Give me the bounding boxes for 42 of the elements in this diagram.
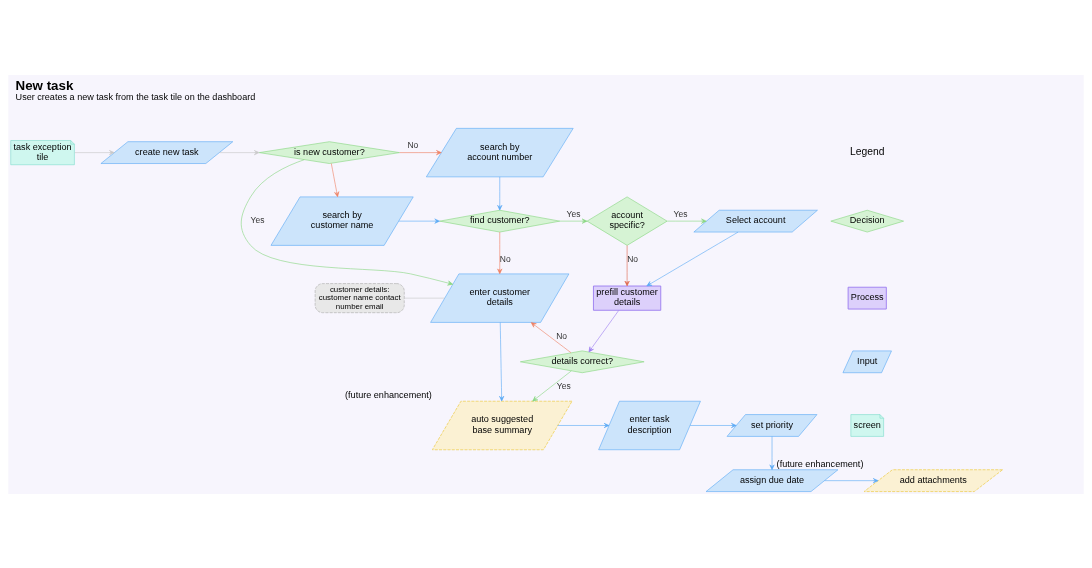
- arrow: [331, 162, 340, 197]
- edge-label: No: [499, 253, 511, 264]
- node-diamond: is new customer?: [258, 140, 400, 164]
- legend-label: screen: [853, 419, 881, 430]
- edge-label: No: [556, 330, 568, 341]
- edge-label: No: [407, 139, 419, 150]
- edge-label: Yes: [556, 380, 571, 391]
- caption: User creates a new task from the task tile on the dashboard: [15, 91, 256, 102]
- arrow: [559, 218, 588, 224]
- arrow: [624, 244, 630, 286]
- arrow: [824, 477, 879, 483]
- arrow: [398, 218, 440, 224]
- legend-label: Input: [857, 355, 878, 366]
- edge-label: Yes: [566, 208, 581, 219]
- arrow: [689, 422, 737, 428]
- arrow: [666, 218, 707, 224]
- node-diamond: details correct?: [520, 350, 645, 373]
- edge-label: No: [627, 253, 638, 264]
- diagram-title: New task: [15, 77, 74, 93]
- arrow: [74, 149, 115, 155]
- arrow: [240, 158, 454, 285]
- node-label: (future enhancement): [345, 389, 432, 400]
- arrow: [497, 176, 503, 210]
- legend-label: Process: [850, 291, 884, 302]
- arrow: [769, 435, 775, 470]
- arrow: [588, 309, 619, 352]
- edge-label: Yes: [250, 214, 265, 225]
- arrow: [219, 149, 260, 155]
- node-diamond: account specific?: [586, 196, 668, 246]
- arrow: [557, 422, 610, 428]
- arrow: [499, 321, 505, 401]
- node-box: prefill customer details: [593, 285, 662, 311]
- node-diamond: find customer?: [439, 209, 561, 232]
- legend-label: Decision: [849, 214, 885, 225]
- arrow: [530, 321, 572, 353]
- node-label: (future enhancement): [776, 458, 864, 469]
- label: Legend: [850, 145, 885, 157]
- edge-label: Yes: [673, 208, 688, 219]
- arrow: [532, 370, 572, 401]
- arrow: [497, 231, 503, 274]
- arrow: [399, 149, 442, 155]
- arrow: [646, 231, 739, 286]
